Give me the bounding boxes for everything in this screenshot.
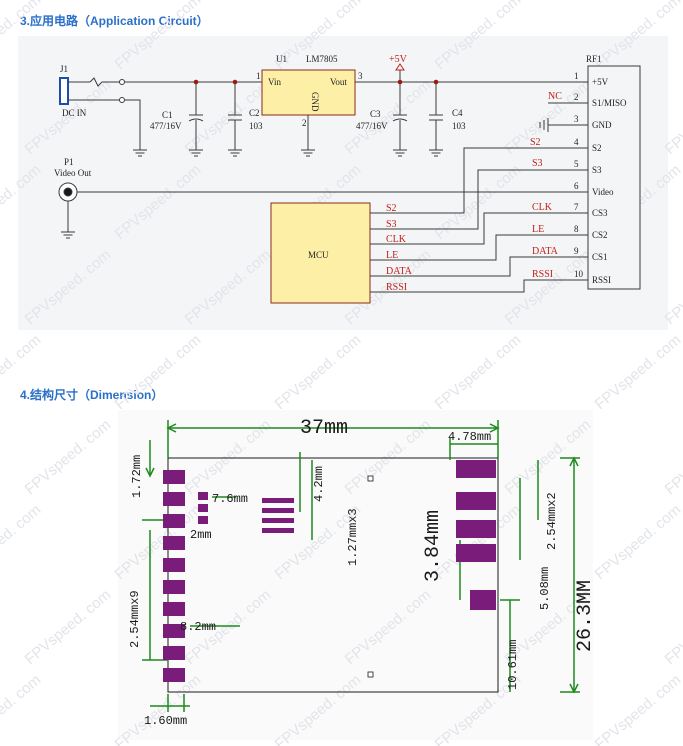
u1-gnd: GND xyxy=(310,92,320,112)
net-label: S3 xyxy=(532,158,543,169)
left-pad xyxy=(163,558,185,572)
c1-ref: C1 xyxy=(162,110,173,120)
mcu-pin-label: S2 xyxy=(386,203,397,214)
mcu-pin-label: LE xyxy=(386,250,398,261)
c2-ref: C2 xyxy=(249,108,260,118)
dim-right-mid: 3.84mm xyxy=(422,510,445,582)
mcu-pin-label: CLK xyxy=(386,234,407,245)
left-pad xyxy=(163,470,185,484)
dim-height: 26.3MM xyxy=(574,580,597,652)
rf1-pin-name: S1/MISO xyxy=(592,98,627,108)
dimension-title: 4.结构尺寸（Dimension） xyxy=(20,388,164,402)
rf1-pin-number: 1 xyxy=(574,71,579,81)
dim-width: 37mm xyxy=(300,417,348,440)
rf1-pin-name: S3 xyxy=(592,165,602,175)
dim-inner-gap: 7.6mm xyxy=(212,492,248,506)
mcu-pin-label: S3 xyxy=(386,219,397,230)
rf1-pin-number: 8 xyxy=(574,224,579,234)
rf1-pin-name: GND xyxy=(592,120,612,130)
dim-right-gap: 5.08mm xyxy=(538,567,552,610)
left-pad xyxy=(163,514,185,528)
left-pad xyxy=(163,580,185,594)
supply-label: +5V xyxy=(389,54,408,65)
c4-ref: C4 xyxy=(452,108,463,118)
rf1-pin-number: 3 xyxy=(574,114,579,124)
rf1-pin-number: 4 xyxy=(574,137,579,147)
left-pad xyxy=(163,668,185,682)
dim-left-pins: 2.54mmx9 xyxy=(128,590,142,648)
nc-label: NC xyxy=(548,91,562,102)
j1-label: DC IN xyxy=(62,108,87,118)
net-label: DATA xyxy=(532,246,559,257)
mcu-label: MCU xyxy=(308,250,329,260)
dim-left-short: 2mm xyxy=(190,528,212,542)
dim-left-width: 1.60mm xyxy=(144,714,187,728)
mcu-pin-label: DATA xyxy=(386,266,413,277)
mcu-pin-label: RSSI xyxy=(386,282,407,293)
j1-ref: J1 xyxy=(60,64,68,74)
c3-value: 477/16V xyxy=(356,121,388,131)
dim-left-offset: 8.2mm xyxy=(180,620,216,634)
c2-value: 103 xyxy=(249,121,263,131)
u1-ref: U1 xyxy=(276,54,287,64)
u1-vout: Vout xyxy=(330,77,347,87)
dim-inner-height: 4.2mm xyxy=(312,466,326,502)
net-label: S2 xyxy=(530,137,541,148)
c3-ref: C3 xyxy=(370,109,381,119)
u1-vin: Vin xyxy=(268,77,281,87)
rf1-pin-name: S2 xyxy=(592,143,602,153)
p1-label: Video Out xyxy=(54,168,92,178)
rf1-pin-name: Video xyxy=(592,187,614,197)
u1-pin2: 2 xyxy=(302,118,307,128)
net-label: CLK xyxy=(532,202,553,213)
rf1-pin-number: 6 xyxy=(574,181,579,191)
left-pad xyxy=(163,492,185,506)
left-pad xyxy=(163,624,185,638)
rf1-pin-number: 9 xyxy=(574,246,579,256)
application-circuit-title: 3.应用电路（Application Circuit） xyxy=(20,14,209,28)
rf1-pin-name: +5V xyxy=(592,77,609,87)
rf1-pin-number: 7 xyxy=(574,202,579,212)
left-pad xyxy=(163,602,185,616)
dim-top-pitch: 1.72mm xyxy=(130,455,144,498)
net-label: LE xyxy=(532,224,544,235)
rf1-pin-name: RSSI xyxy=(592,275,611,285)
u1-pin1: 1 xyxy=(256,71,261,81)
dimension-panel xyxy=(118,410,593,740)
c1-value: 477/16V xyxy=(150,121,182,131)
left-pad xyxy=(163,646,185,660)
rf1-pin-name: CS1 xyxy=(592,252,608,262)
dim-small-pitch: 1.27mmx3 xyxy=(346,508,360,566)
rf1-pin-name: CS2 xyxy=(592,230,608,240)
dim-right-pitch: 2.54mmx2 xyxy=(545,492,559,550)
left-pad xyxy=(163,536,185,550)
dim-shield-width: 4.78mm xyxy=(448,430,491,444)
rf1-pin-name: CS3 xyxy=(592,208,608,218)
rf1-ref: RF1 xyxy=(586,54,602,64)
rf1-pin-number: 5 xyxy=(574,159,579,169)
rf1-pin-number: 10 xyxy=(574,269,584,279)
u1-pin3: 3 xyxy=(358,71,363,81)
c4-value: 103 xyxy=(452,121,466,131)
dim-bottom-right: 10.61mm xyxy=(506,640,520,690)
net-label: RSSI xyxy=(532,269,553,280)
rf1-pin-number: 2 xyxy=(574,92,579,102)
u1-part: LM7805 xyxy=(306,54,338,64)
p1-ref: P1 xyxy=(64,157,74,167)
